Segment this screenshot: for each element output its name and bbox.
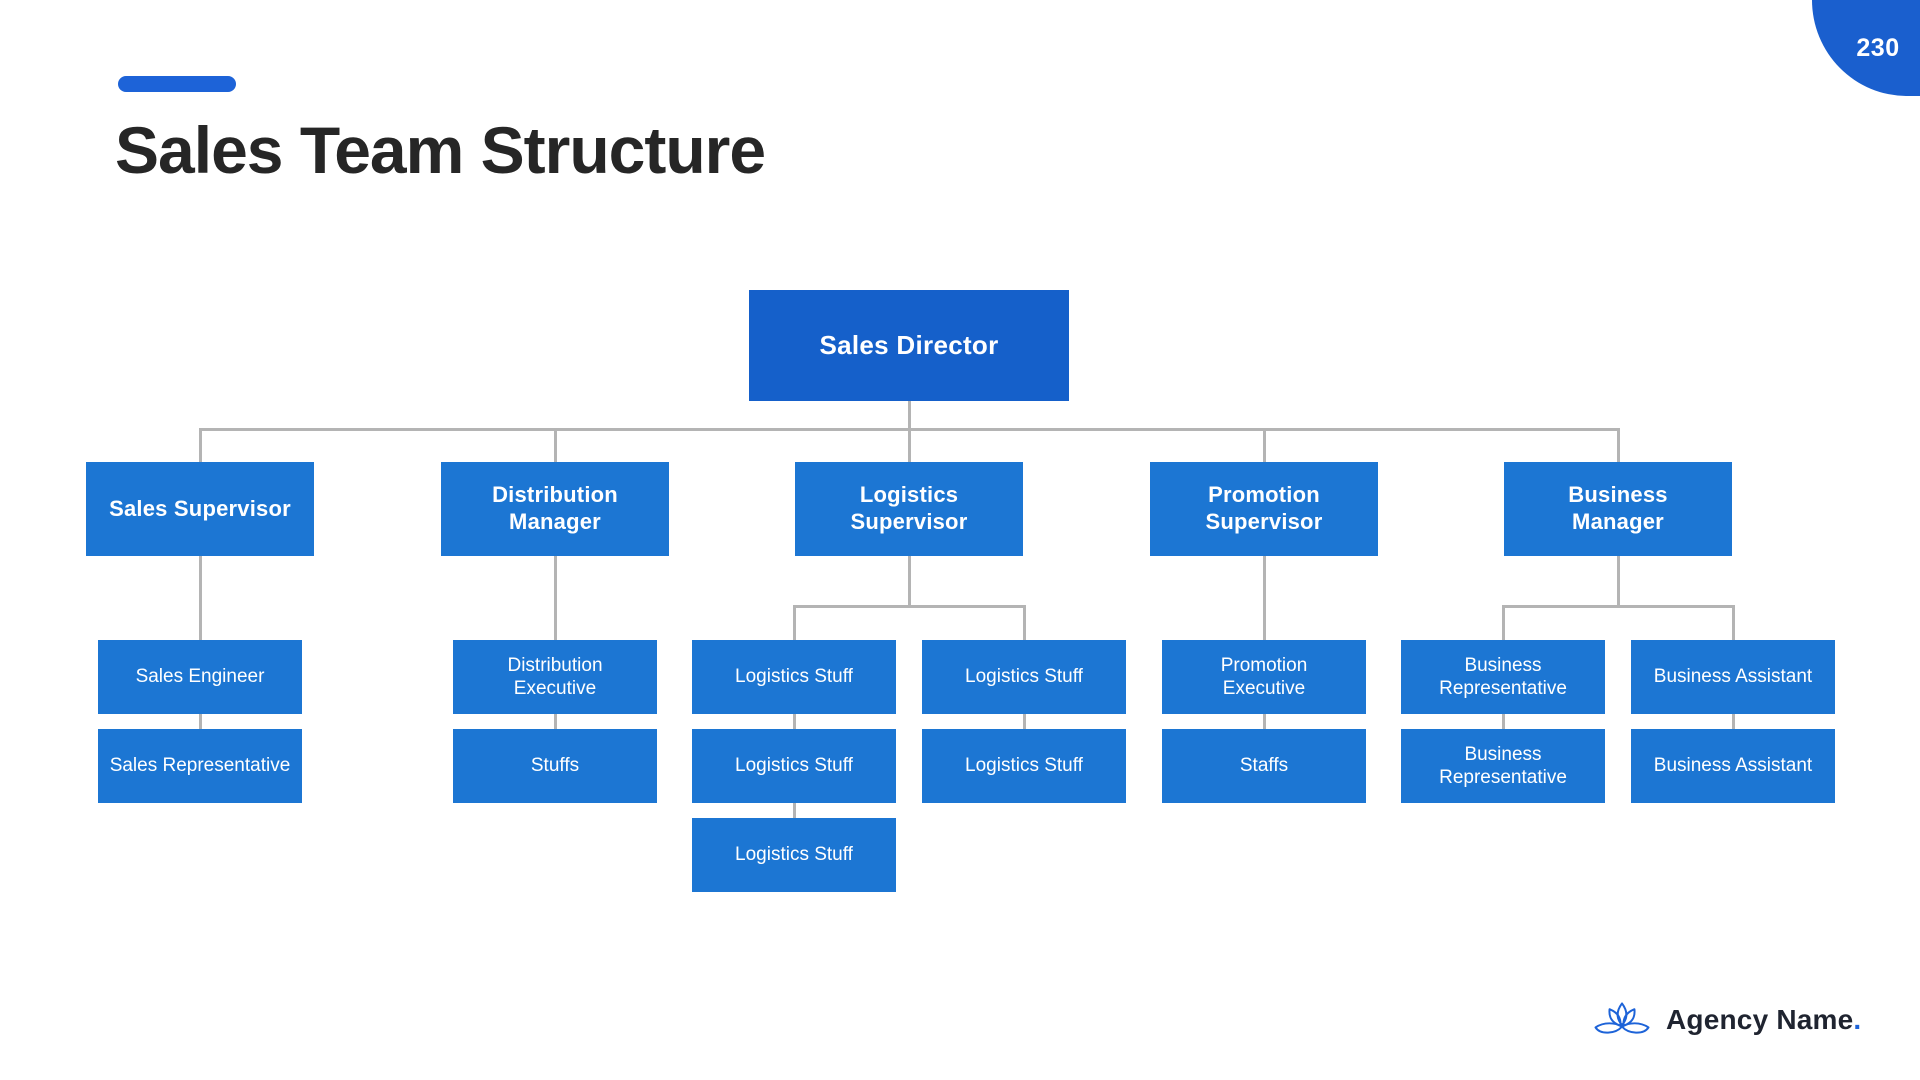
org-box-staffs: Staffs	[1162, 729, 1366, 803]
connector-line	[198, 428, 202, 462]
connector-line	[1731, 605, 1735, 640]
connector-line	[792, 714, 796, 729]
org-box-label: Sales Supervisor	[109, 495, 291, 521]
connector-line	[1731, 714, 1735, 729]
org-box-label: Business Representative	[1439, 654, 1567, 699]
connector-line	[1022, 714, 1026, 729]
org-box-sales-engineer: Sales Engineer	[98, 640, 302, 714]
connector-line	[792, 605, 1026, 608]
connector-line	[1616, 428, 1620, 462]
org-box-logistics-stuff: Logistics Stuff	[692, 729, 896, 803]
page-title: Sales Team Structure	[115, 113, 766, 187]
connector-line	[1501, 714, 1505, 729]
org-box-promotion-executive: Promotion Executive	[1162, 640, 1366, 714]
org-box-label: Logistics Supervisor	[850, 482, 968, 534]
org-box-promotion-supervisor: Promotion Supervisor	[1150, 462, 1378, 556]
org-box-business-manager: Business Manager	[1504, 462, 1732, 556]
connector-line	[1501, 605, 1505, 640]
org-box-business-assistant: Business Assistant	[1631, 640, 1835, 714]
connector-line	[907, 401, 911, 428]
org-box-label: Stuffs	[530, 755, 580, 777]
brand-dot: .	[1853, 1004, 1862, 1035]
connector-line	[1616, 556, 1620, 605]
org-box-label: Sales Engineer	[135, 666, 265, 688]
org-box-label: Promotion Executive	[1220, 654, 1308, 699]
org-box-label: Distribution Manager	[492, 482, 618, 534]
org-box-label: Distribution Executive	[507, 654, 603, 699]
org-box-stuffs: Stuffs	[453, 729, 657, 803]
connector-line	[553, 556, 557, 640]
brand-footer: Agency Name.	[1593, 1000, 1861, 1040]
org-box-label: Sales Representative	[109, 755, 291, 777]
org-box-label: Promotion Supervisor	[1205, 482, 1323, 534]
org-box-label: Staffs	[1239, 755, 1289, 777]
org-box-logistics-stuff: Logistics Stuff	[692, 818, 896, 892]
org-box-distribution-manager: Distribution Manager	[441, 462, 669, 556]
org-box-logistics-stuff: Logistics Stuff	[922, 640, 1126, 714]
connector-line	[792, 605, 796, 640]
connector-line	[792, 803, 796, 818]
org-box-label: Logistics Stuff	[735, 666, 853, 688]
connector-line	[1262, 714, 1266, 729]
connector-line	[907, 428, 911, 462]
connector-line	[1022, 605, 1026, 640]
connector-line	[1262, 428, 1266, 462]
brand-name: Agency Name.	[1666, 1004, 1861, 1036]
org-box-logistics-stuff: Logistics Stuff	[922, 729, 1126, 803]
lotus-icon	[1594, 1002, 1650, 1034]
org-box-sales-supervisor: Sales Supervisor	[86, 462, 314, 556]
org-box-business-representative: Business Representative	[1401, 729, 1605, 803]
org-box-label: Sales Director	[819, 330, 999, 360]
connector-line	[198, 556, 202, 640]
org-box-logistics-supervisor: Logistics Supervisor	[795, 462, 1023, 556]
org-box-label: Logistics Stuff	[735, 844, 853, 866]
org-box-sales-representative: Sales Representative	[98, 729, 302, 803]
brand-name-text: Agency Name	[1666, 1004, 1854, 1035]
connector-line	[1262, 556, 1266, 640]
connector-line	[1501, 605, 1735, 608]
org-box-label: Logistics Stuff	[965, 666, 1083, 688]
connector-line	[198, 714, 202, 729]
connector-line	[907, 556, 911, 605]
org-box-business-representative: Business Representative	[1401, 640, 1605, 714]
org-box-business-assistant: Business Assistant	[1631, 729, 1835, 803]
org-box-distribution-executive: Distribution Executive	[453, 640, 657, 714]
org-box-label: Logistics Stuff	[965, 755, 1083, 777]
connector-line	[553, 714, 557, 729]
org-box-label: Business Assistant	[1653, 666, 1813, 688]
title-accent-bar	[118, 76, 236, 92]
org-box-label: Business Representative	[1439, 743, 1567, 788]
org-box-label: Logistics Stuff	[735, 755, 853, 777]
org-box-label: Business Assistant	[1653, 755, 1813, 777]
org-box-logistics-stuff: Logistics Stuff	[692, 640, 896, 714]
page-number: 230	[1856, 33, 1900, 62]
org-box-sales-director: Sales Director	[749, 290, 1069, 401]
org-box-label: Business Manager	[1568, 482, 1668, 534]
connector-line	[553, 428, 557, 462]
